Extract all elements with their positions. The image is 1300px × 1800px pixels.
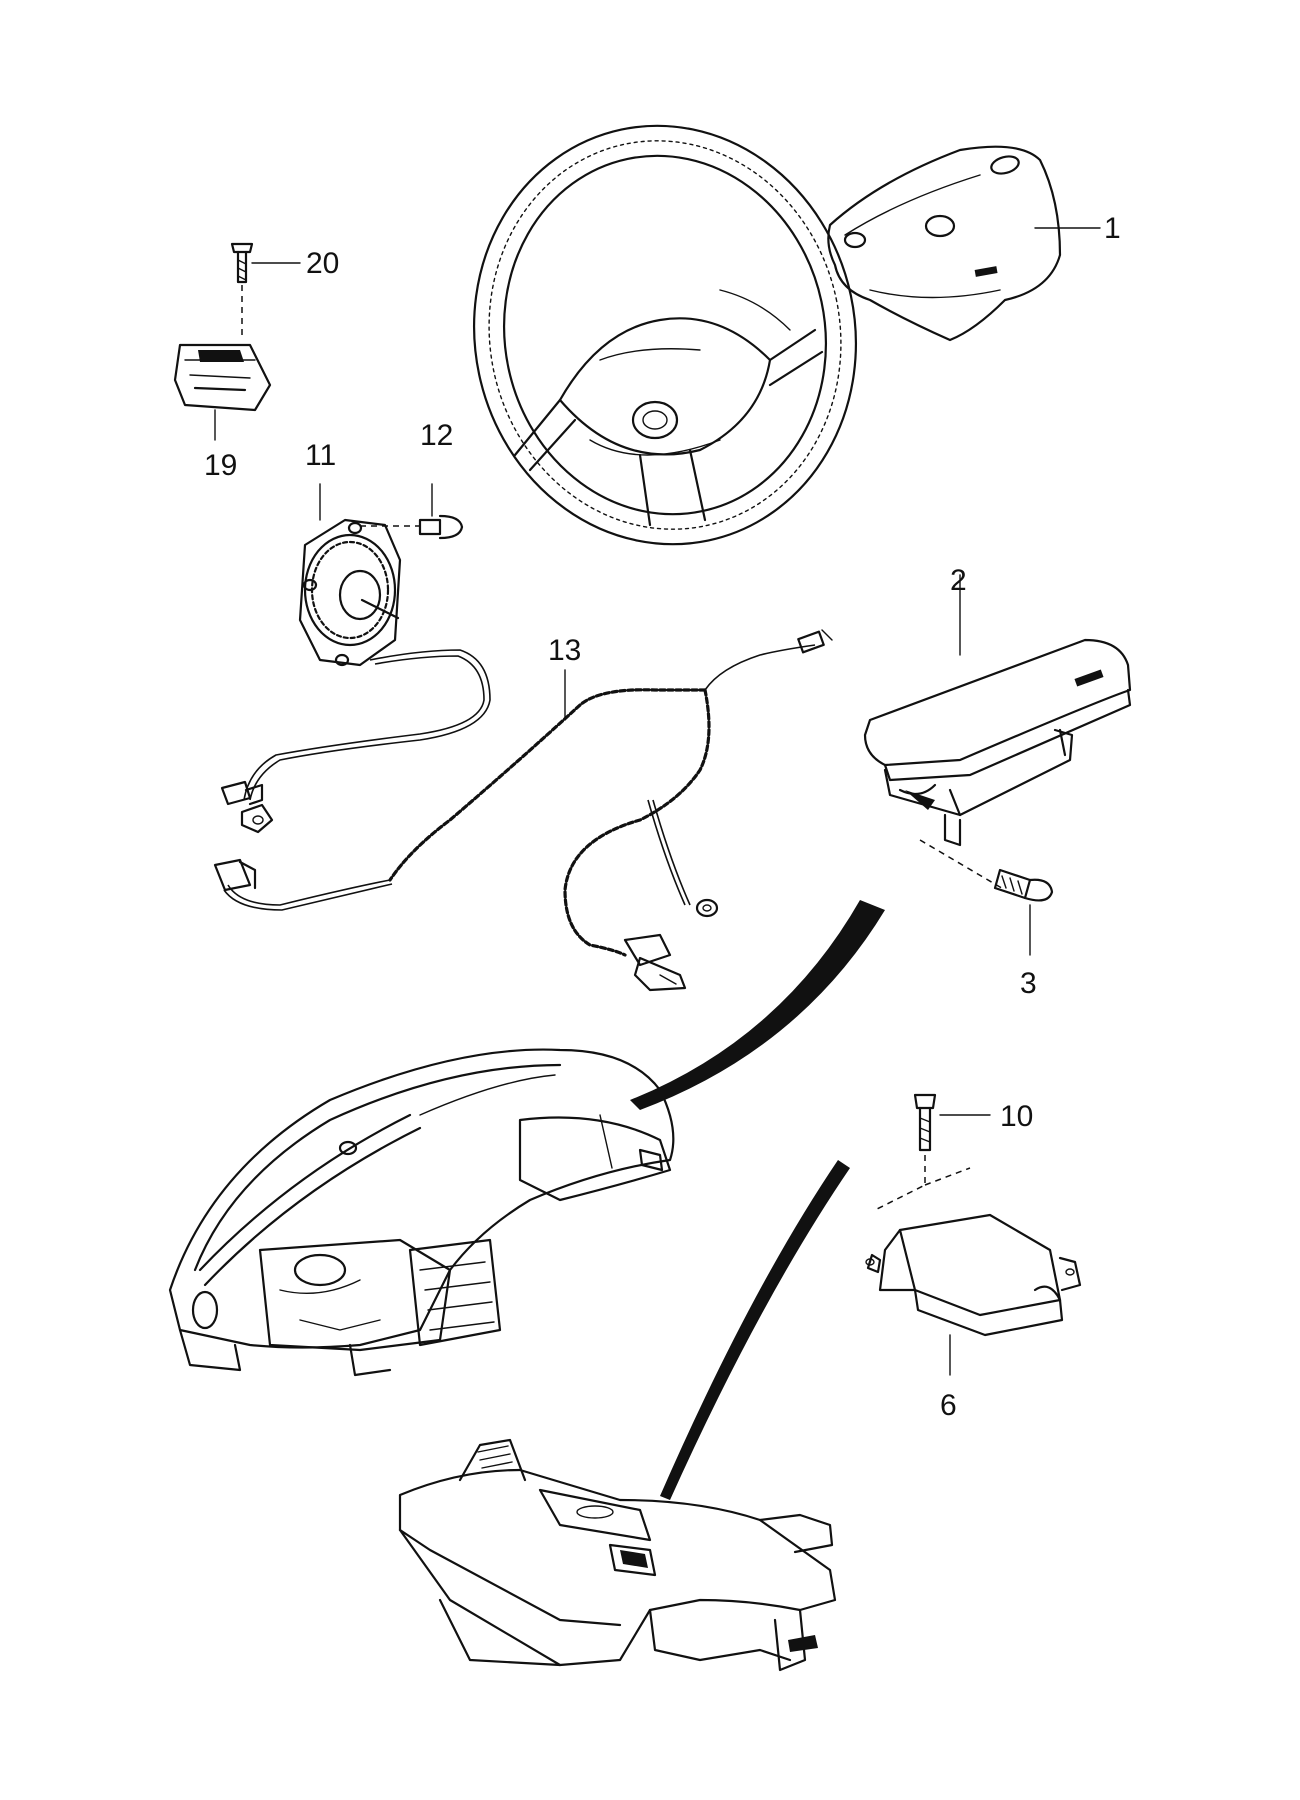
callout-labels: 1 20 12 11 19 2 13 3 10 6 <box>204 212 1121 1422</box>
bolt-12 <box>360 483 464 540</box>
callout-1: 1 <box>1104 212 1121 245</box>
steering-wheel <box>472 124 858 546</box>
screw-20 <box>230 242 301 340</box>
passenger-airbag-module <box>863 574 1132 891</box>
bolt-10 <box>874 1093 991 1211</box>
dashboard <box>168 900 885 1377</box>
bolt-3 <box>993 868 1054 956</box>
callout-13: 13 <box>548 634 581 667</box>
callout-12: 12 <box>420 419 453 452</box>
clock-spring-11 <box>243 483 491 801</box>
driver-airbag-module <box>827 145 1101 342</box>
switch-19 <box>173 343 272 441</box>
srs-control-unit-6 <box>865 1213 1082 1376</box>
callout-2: 2 <box>950 564 967 597</box>
wire-harness-13 <box>213 629 833 992</box>
callout-11: 11 <box>305 439 336 472</box>
callout-19: 19 <box>204 449 237 482</box>
center-console <box>398 1160 850 1672</box>
callout-6: 6 <box>940 1389 957 1422</box>
callout-3: 3 <box>1020 967 1037 1000</box>
callout-10: 10 <box>1000 1100 1033 1133</box>
callout-20: 20 <box>306 247 339 280</box>
